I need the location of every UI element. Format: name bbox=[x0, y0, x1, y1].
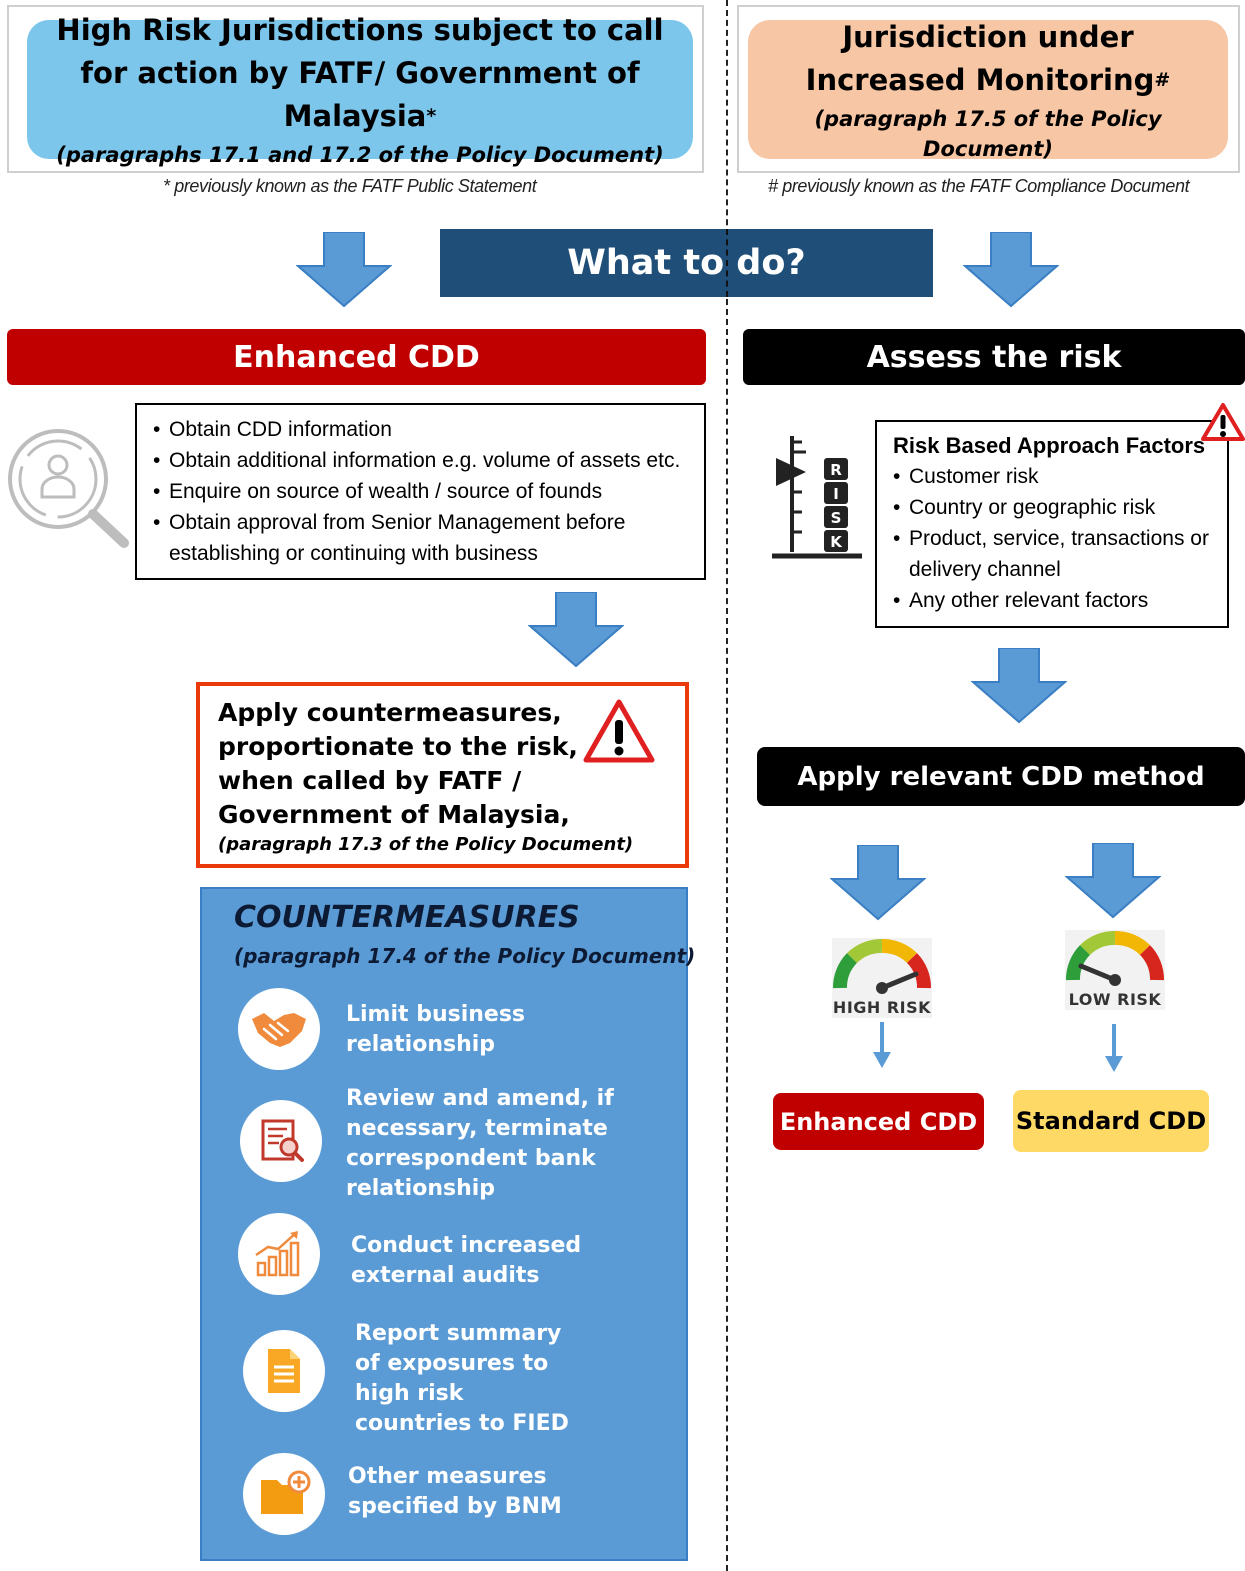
countermeasure-call-text: Apply countermeasures, proportionate to … bbox=[218, 698, 578, 829]
countermeasure-call-ref: (paragraph 17.3 of the Policy Document) bbox=[218, 834, 634, 855]
countermeasure-call-box: Apply countermeasures, proportionate to … bbox=[196, 682, 689, 868]
add-folder-icon bbox=[243, 1453, 325, 1535]
svg-text:R: R bbox=[830, 461, 842, 479]
enhanced-cdd-bar: Enhanced CDD bbox=[7, 329, 706, 385]
down-arrow-icon bbox=[528, 592, 624, 668]
document-search-icon bbox=[240, 1100, 322, 1182]
svg-text:K: K bbox=[830, 533, 843, 551]
report-document-icon bbox=[243, 1330, 325, 1412]
center-divider bbox=[726, 0, 728, 1571]
apply-cdd-bar: Apply relevant CDD method bbox=[757, 747, 1245, 806]
enhanced-cdd-result: Enhanced CDD bbox=[773, 1093, 984, 1150]
small-down-arrow-icon bbox=[873, 1022, 891, 1068]
assess-risk-bar: Assess the risk bbox=[743, 329, 1245, 385]
handshake-icon bbox=[238, 988, 320, 1070]
right-header-title-line1: Jurisdiction under bbox=[842, 19, 1134, 54]
left-header-title: High Risk Jurisdictions subject to call … bbox=[56, 13, 664, 133]
warning-icon bbox=[1201, 403, 1245, 441]
countermeasure-item: Limit business relationship bbox=[346, 1002, 526, 1057]
countermeasure-item: Conduct increased external audits bbox=[351, 1233, 582, 1288]
right-header-note: # previously known as the FATF Complianc… bbox=[768, 176, 1190, 196]
list-item: Product, service, transactions or delive… bbox=[893, 523, 1219, 585]
right-header-ref: (paragraph 17.5 of the Policy Document) bbox=[814, 106, 1162, 161]
left-header-note: * previously known as the FATF Public St… bbox=[163, 176, 537, 196]
down-arrow-icon bbox=[296, 232, 392, 308]
customer-search-icon bbox=[8, 429, 129, 548]
growth-chart-icon bbox=[238, 1213, 320, 1295]
gauge-icon bbox=[833, 939, 931, 994]
down-arrow-icon bbox=[1065, 843, 1161, 919]
list-item: Obtain CDD information bbox=[153, 414, 694, 445]
svg-text:I: I bbox=[833, 485, 839, 503]
svg-text:S: S bbox=[831, 509, 842, 527]
risk-factors-title: Risk Based Approach Factors bbox=[893, 433, 1206, 458]
right-header-title-line2: Increased Monitoring# bbox=[805, 62, 1171, 97]
countermeasure-item: Report summary of exposures to high risk… bbox=[355, 1321, 569, 1436]
gauge-icon bbox=[1066, 931, 1164, 986]
small-down-arrow-icon bbox=[1105, 1024, 1123, 1072]
list-item: Country or geographic risk bbox=[893, 492, 1219, 523]
list-item: Enquire on source of wealth / source of … bbox=[153, 476, 694, 507]
list-item: Obtain additional information e.g. volum… bbox=[153, 445, 694, 476]
warning-icon bbox=[583, 699, 655, 763]
left-header-pill: High Risk Jurisdictions subject to call … bbox=[27, 13, 693, 167]
list-item: Obtain approval from Senior Management b… bbox=[153, 507, 694, 569]
banner-divider bbox=[726, 229, 728, 297]
list-item: Any other relevant factors bbox=[893, 585, 1219, 616]
right-header-pill: Jurisdiction under Increased Monitoring#… bbox=[748, 20, 1228, 161]
down-arrow-icon bbox=[830, 845, 926, 921]
risk-factors-box: Risk Based Approach Factors Customer ris… bbox=[875, 420, 1229, 628]
what-to-do-banner: What to do? bbox=[440, 229, 933, 297]
risk-meter-icon: R I S K bbox=[772, 436, 862, 559]
standard-cdd-result: Standard CDD bbox=[1013, 1090, 1209, 1152]
risk-letter-tiles bbox=[824, 458, 848, 552]
list-item: Customer risk bbox=[893, 461, 1219, 492]
high-risk-label: HIGH RISK bbox=[832, 998, 932, 1017]
low-risk-label: LOW RISK bbox=[1068, 990, 1162, 1009]
left-header-ref: (paragraphs 17.1 and 17.2 of the Policy … bbox=[56, 143, 664, 167]
countermeasure-item: Review and amend, if necessary, terminat… bbox=[346, 1086, 614, 1201]
countermeasures-ref: (paragraph 17.4 of the Policy Document) bbox=[234, 944, 696, 968]
high-risk-gauge: HIGH RISK bbox=[832, 938, 932, 1018]
down-arrow-icon bbox=[963, 232, 1059, 308]
low-risk-gauge: LOW RISK bbox=[1065, 930, 1165, 1010]
enhanced-cdd-list: Obtain CDD information Obtain additional… bbox=[135, 403, 706, 580]
countermeasures-title: COUNTERMEASURES bbox=[234, 900, 580, 935]
countermeasure-item: Other measures specified by BNM bbox=[348, 1464, 562, 1519]
down-arrow-icon bbox=[971, 648, 1067, 724]
